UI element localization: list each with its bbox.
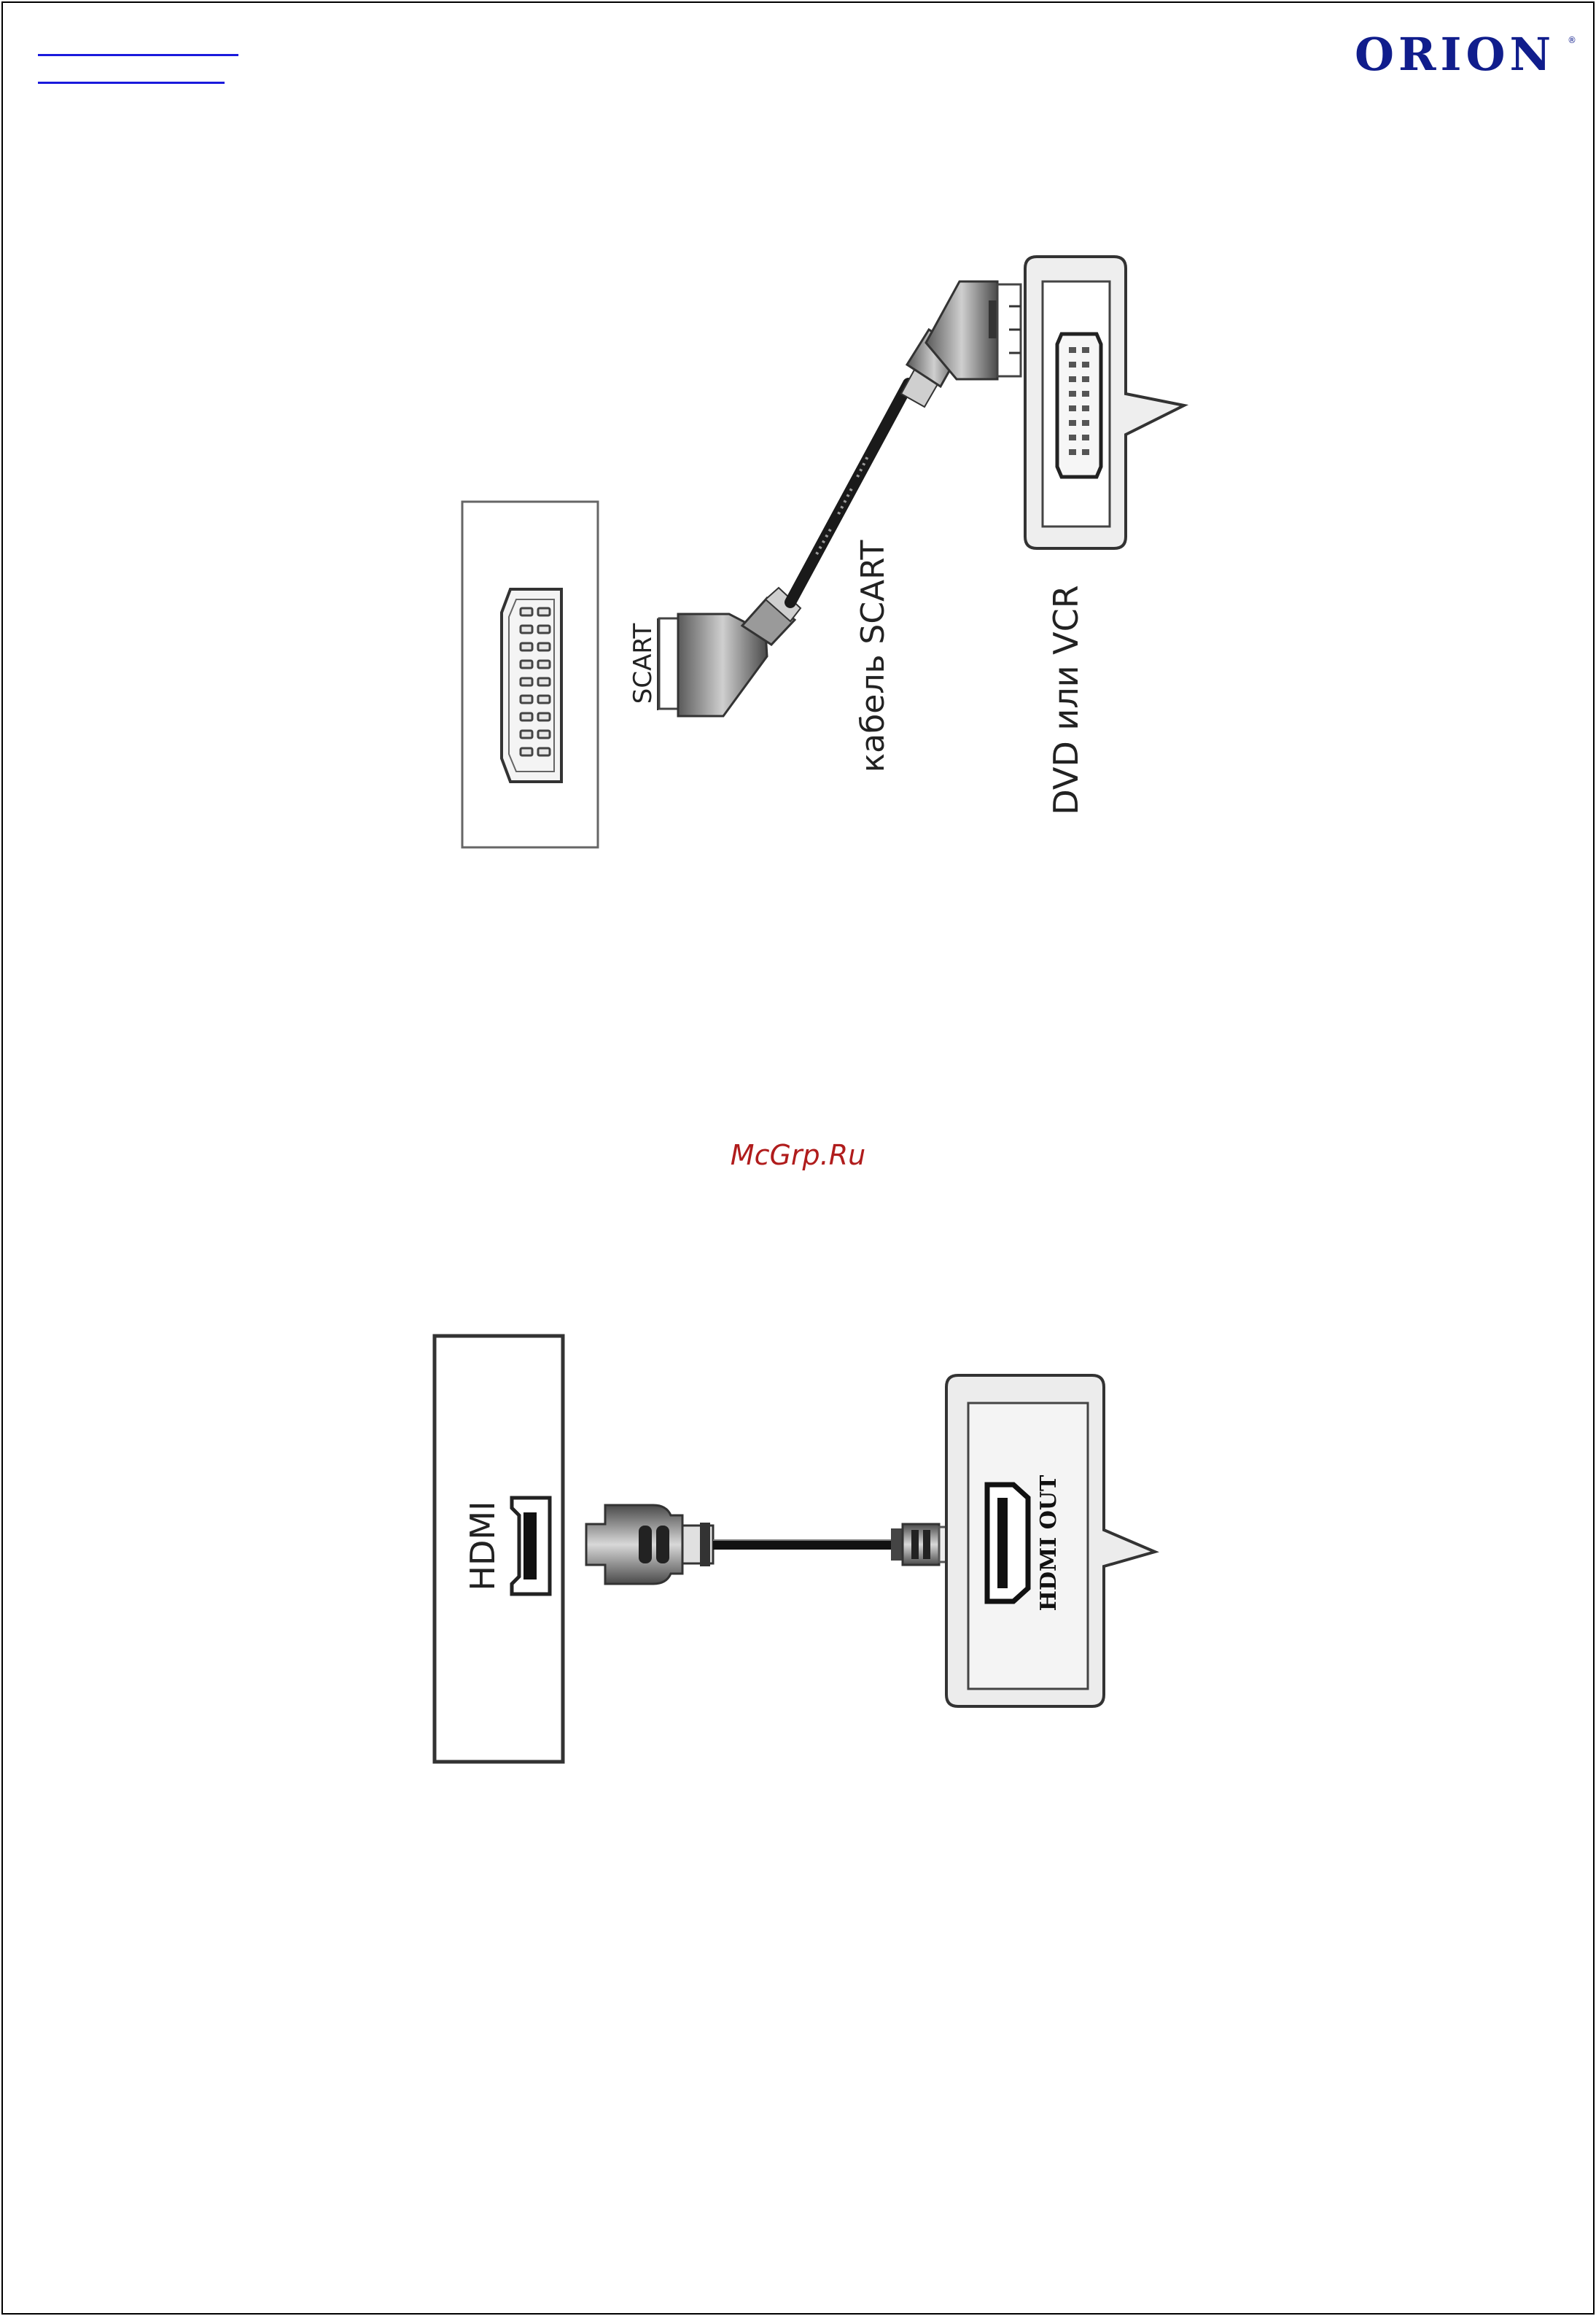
dvd-vcr-callout xyxy=(1025,257,1184,548)
hdmi-plug-tv-icon xyxy=(586,1505,713,1584)
scart-socket-device-icon xyxy=(1057,334,1101,477)
tv-scart-panel xyxy=(462,502,598,847)
hdmi-out-label: HDMI OUT xyxy=(1036,1474,1062,1611)
hdmi-cable xyxy=(713,1540,901,1544)
dvd-vcr-label: DVD или VCR xyxy=(1046,585,1086,815)
hdmi-diagram: HDMI HDMI OUT xyxy=(435,1336,1155,1762)
hdmi-port-device-icon xyxy=(987,1485,1028,1601)
watermark: McGrp.Ru xyxy=(0,1139,1596,1171)
scart-plug-device-icon xyxy=(901,281,1021,407)
scart-socket-icon xyxy=(502,589,561,782)
hdmi-port-tv-icon xyxy=(512,1498,550,1594)
hdmi-tv-label: HDMI xyxy=(463,1501,502,1590)
scart-cable-label: кабель SCART xyxy=(855,540,892,772)
scart-plug-tv-icon xyxy=(659,588,801,716)
scart-plug-label: SCART xyxy=(628,623,658,704)
scart-diagram: SCART кабель SCART DVD или VCR xyxy=(462,257,1184,847)
